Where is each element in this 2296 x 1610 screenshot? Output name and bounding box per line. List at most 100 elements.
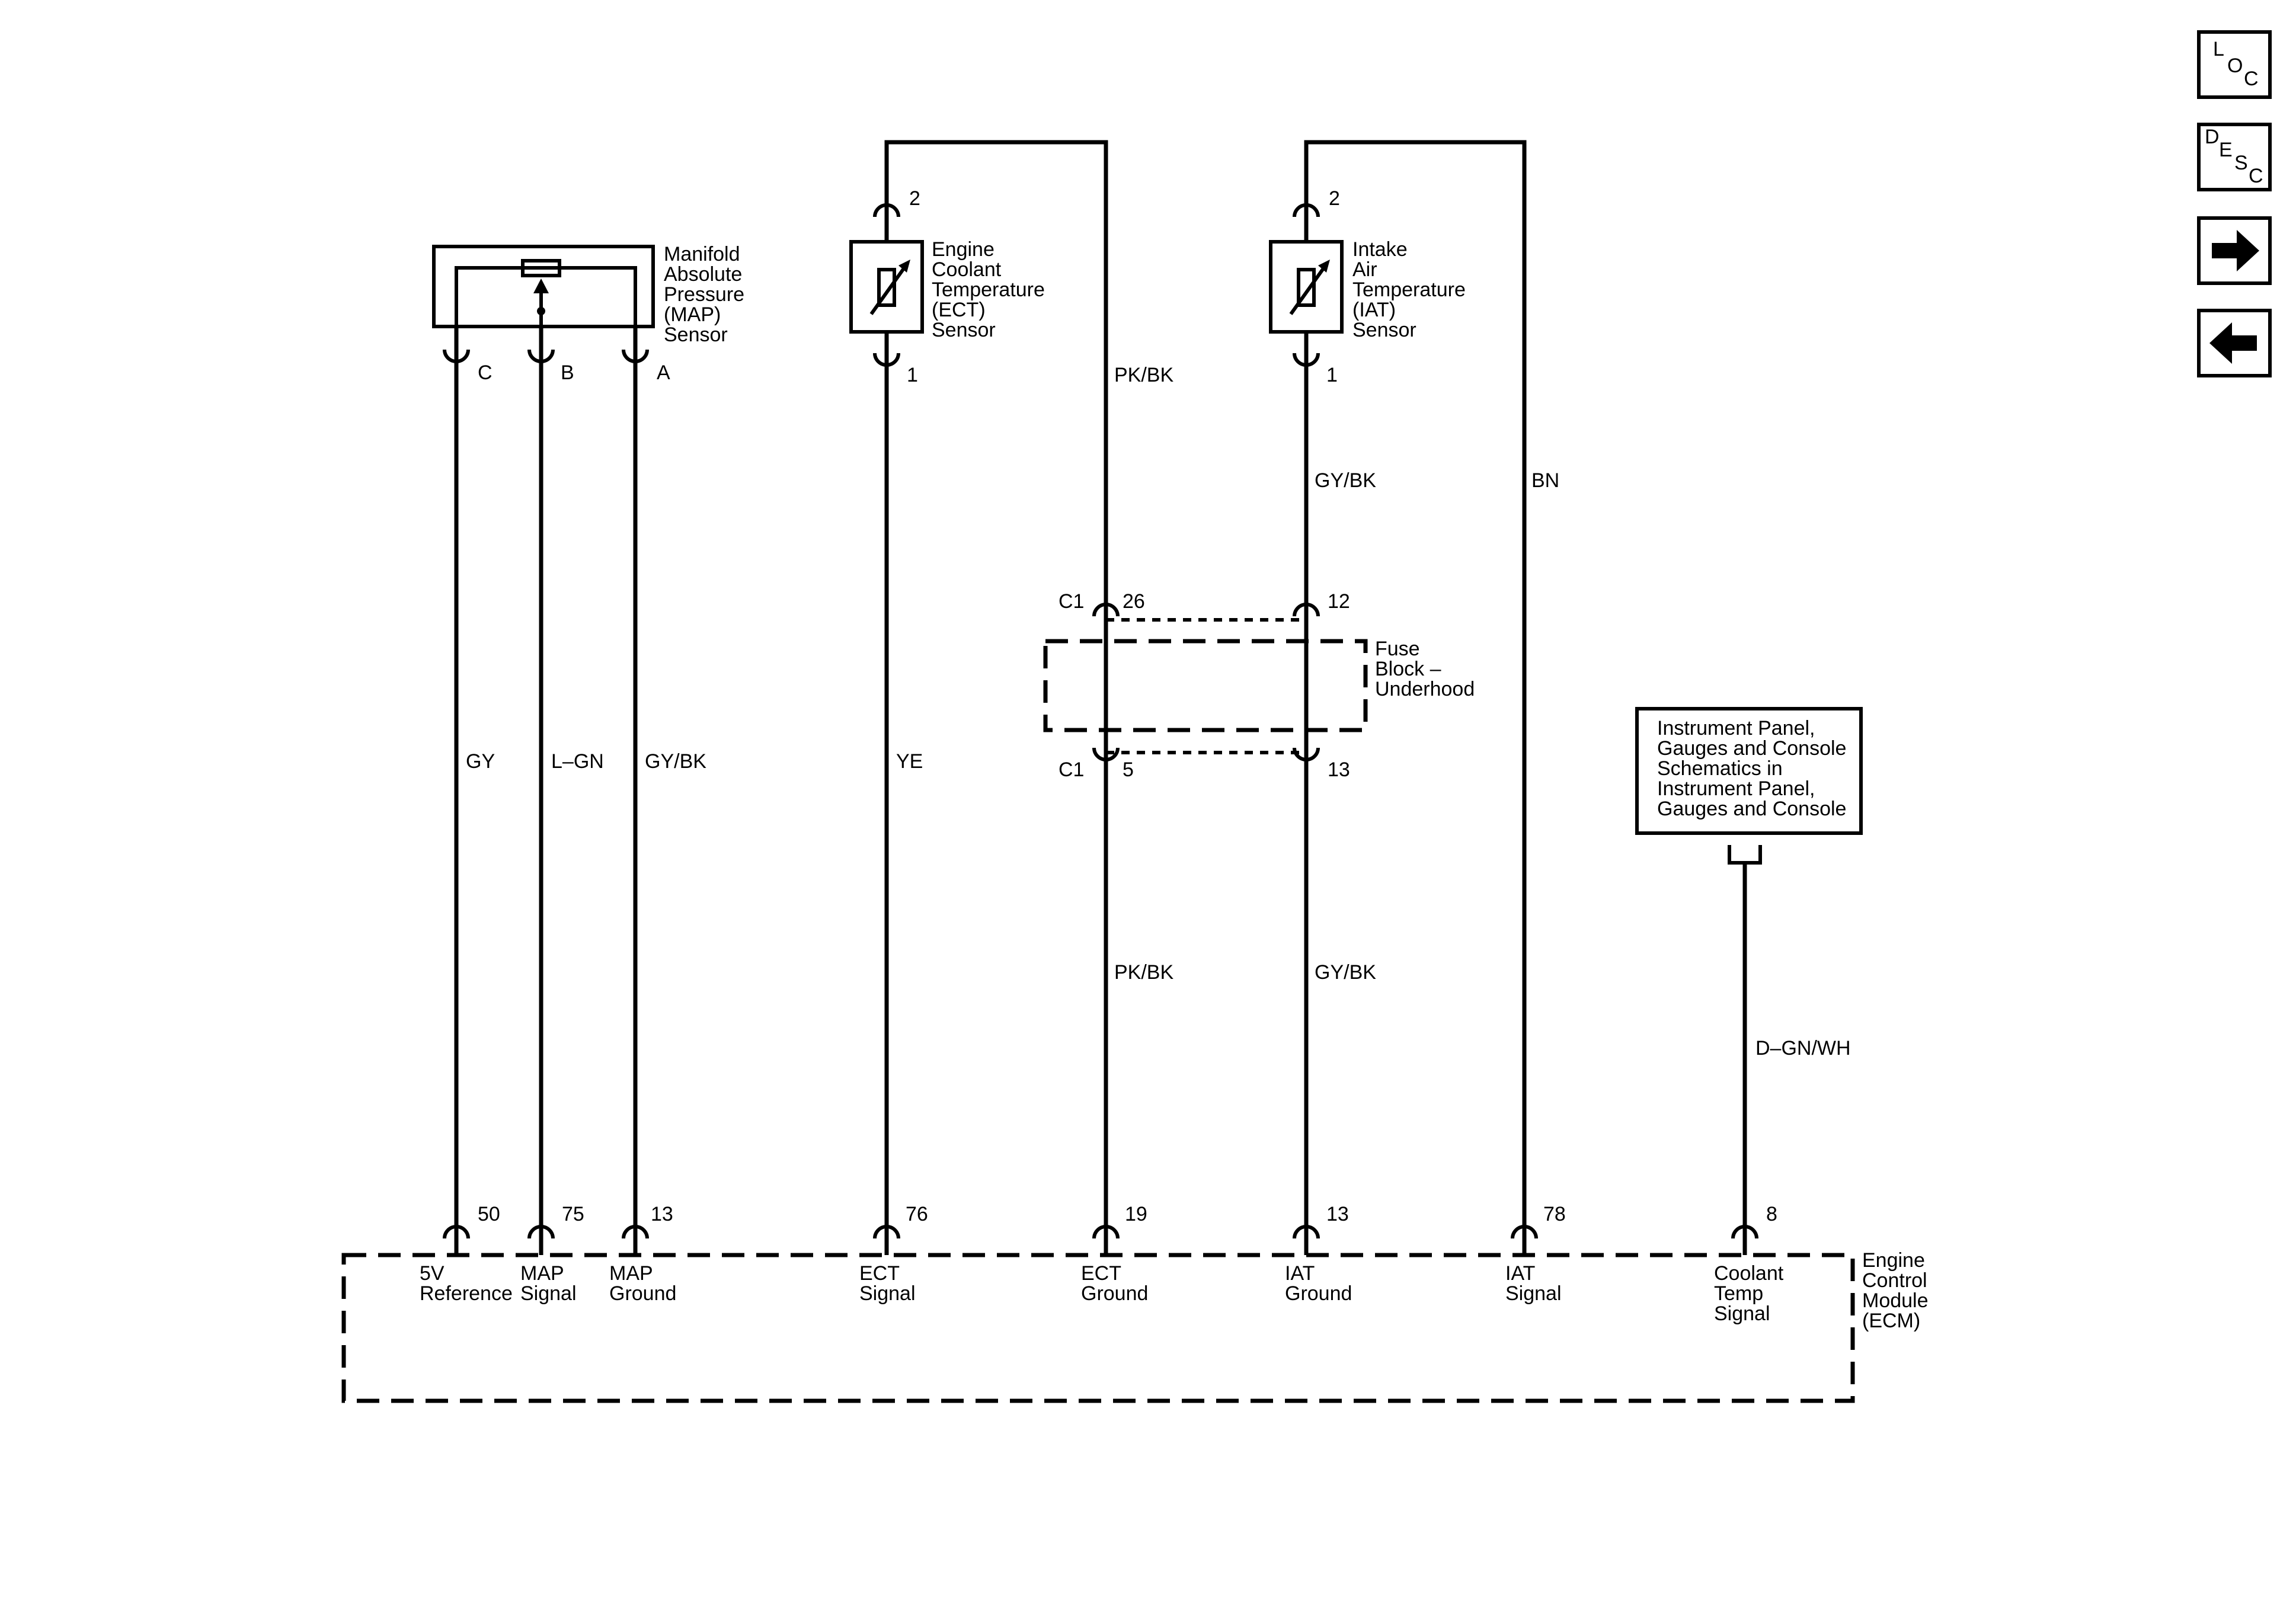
iat-sensor-body bbox=[1269, 240, 1344, 334]
iat-pin-label: 1 bbox=[1326, 364, 1338, 386]
fuse-block-underhood: C1 26 12 C1 5 13 Fuse Block – Underhood bbox=[1043, 590, 1475, 781]
iat-sensor-name-line: (IAT) bbox=[1352, 299, 1396, 321]
ect-sensor: 2 1 Engine Coolant Temperature (ECT) Sen… bbox=[849, 140, 1173, 1234]
fuse-c1-5-connector-icon bbox=[1092, 747, 1120, 761]
wire-color-label: PK/BK bbox=[1114, 961, 1173, 984]
iat-pin-top-connector-icon bbox=[1293, 203, 1320, 217]
right-arrow-icon bbox=[2212, 230, 2259, 271]
map-pin-label: C bbox=[478, 361, 493, 384]
ecm-pin-number: 13 bbox=[651, 1203, 673, 1225]
loc-button-frame[interactable] bbox=[2197, 30, 2272, 99]
iat-sensor-name-line: Air bbox=[1352, 258, 1377, 281]
instrument-panel-text-line: Gauges and Console bbox=[1657, 798, 1846, 820]
map-sensor-name-line: Absolute bbox=[664, 263, 742, 286]
left-arrow-icon bbox=[2209, 322, 2257, 364]
instrument-panel-text-line: Instrument Panel, bbox=[1657, 777, 1815, 800]
ecm-pin-connector-icon bbox=[1731, 1225, 1758, 1239]
ect-ground-wire bbox=[884, 140, 1108, 1234]
ect-sensor-name-line: Temperature bbox=[932, 279, 1045, 301]
desc-letter: C bbox=[2249, 165, 2263, 187]
wire-color-label: YE bbox=[896, 750, 923, 773]
ecm-pin-function: Temp bbox=[1714, 1282, 1763, 1305]
wire-color-label: GY/BK bbox=[645, 750, 706, 773]
map-sensor-name-line: Pressure bbox=[664, 283, 744, 306]
wire-color-label: PK/BK bbox=[1114, 364, 1173, 386]
previous-page-button[interactable] bbox=[2197, 309, 2272, 377]
ect-variable-arrow-line bbox=[869, 263, 909, 315]
loc-button[interactable]: L O C bbox=[2197, 30, 2272, 99]
ecm-pin-function: MAP bbox=[609, 1262, 653, 1285]
ecm-outline bbox=[341, 1253, 1855, 1403]
fuse-c1-12-connector-icon bbox=[1293, 603, 1320, 617]
ect-sensor-name-line: (ECT) bbox=[932, 299, 986, 321]
ecm-pin-function: Ground bbox=[609, 1282, 676, 1305]
instrument-panel-reference[interactable]: Instrument Panel, Gauges and Console Sch… bbox=[1635, 707, 1863, 1234]
ecm-pin-connector-icon bbox=[873, 1225, 900, 1239]
iat-sensor-name-line: Intake bbox=[1352, 238, 1408, 261]
loc-letter: L bbox=[2213, 38, 2224, 60]
ect-pin-label: 2 bbox=[909, 187, 920, 210]
wire-color-label: BN bbox=[1531, 469, 1559, 492]
desc-button-frame[interactable] bbox=[2197, 123, 2272, 191]
ecm-pin-number: 8 bbox=[1766, 1203, 1777, 1225]
ect-sensor-name-line: Coolant bbox=[932, 258, 1002, 281]
ect-pin-top-connector-icon bbox=[873, 203, 900, 217]
ecm-pin-connector-icon bbox=[1092, 1225, 1120, 1239]
next-page-button[interactable] bbox=[2197, 216, 2272, 285]
iat-variable-arrow-line bbox=[1289, 263, 1328, 315]
iat-signal-wire bbox=[1304, 140, 1527, 1234]
ecm-pin-connector-icon bbox=[622, 1225, 649, 1239]
iat-variable-arrow-icon bbox=[1318, 260, 1330, 273]
wire-color-label: GY/BK bbox=[1315, 961, 1376, 984]
ecm-pin-connector-icon bbox=[443, 1225, 470, 1239]
iat-pin-label: 2 bbox=[1329, 187, 1340, 210]
fuse-block-name-line: Fuse bbox=[1375, 638, 1420, 660]
map-sensor: Manifold Absolute Pressure (MAP) Sensor … bbox=[432, 243, 744, 384]
ecm-name-line: Module bbox=[1862, 1289, 1929, 1312]
ecm-pin-number: 13 bbox=[1326, 1203, 1349, 1225]
fuse-pin-label: 26 bbox=[1123, 590, 1145, 613]
ect-sensor-body bbox=[849, 240, 924, 334]
ecm-pin-function: Ground bbox=[1081, 1282, 1148, 1305]
ecm-pin-number: 78 bbox=[1543, 1203, 1566, 1225]
iat-sensor-name-line: Sensor bbox=[1352, 319, 1416, 341]
iat-sensor-name-line: Temperature bbox=[1352, 279, 1466, 301]
desc-letter: E bbox=[2219, 139, 2233, 161]
instrument-panel-text-line: Gauges and Console bbox=[1657, 737, 1846, 760]
fuse-pin-label: 12 bbox=[1328, 590, 1350, 613]
ecm-pin-function: Coolant bbox=[1714, 1262, 1784, 1285]
instrument-panel-connector-icon bbox=[1728, 845, 1762, 865]
ect-pin-bottom-connector-icon bbox=[873, 353, 900, 367]
ecm-pin-number: 76 bbox=[906, 1203, 928, 1225]
fuse-block-outline bbox=[1043, 639, 1368, 732]
wire-color-label: D–GN/WH bbox=[1755, 1037, 1851, 1060]
ecm-name-line: Engine bbox=[1862, 1249, 1925, 1272]
map-sensor-body bbox=[432, 245, 655, 328]
previous-page-button-frame[interactable] bbox=[2197, 309, 2272, 377]
ecm-pin-connector-icon bbox=[1511, 1225, 1538, 1239]
fuse-connector-label: C1 bbox=[1059, 758, 1084, 781]
desc-button[interactable]: D E S C bbox=[2197, 123, 2272, 191]
instrument-panel-text-line: Schematics in bbox=[1657, 757, 1783, 780]
map-sensor-name-line: Sensor bbox=[664, 324, 728, 346]
ecm-pin-function: IAT bbox=[1285, 1262, 1315, 1285]
ecm-pin-function: Ground bbox=[1285, 1282, 1352, 1305]
map-pin-label: A bbox=[657, 361, 670, 384]
next-page-button-frame[interactable] bbox=[2197, 216, 2272, 285]
ect-thermistor-icon bbox=[877, 268, 896, 307]
map-sensor-name-line: (MAP) bbox=[664, 303, 721, 326]
ecm-pin-function: 5V bbox=[420, 1262, 445, 1285]
map-wiper-arrow-icon bbox=[533, 279, 549, 293]
fuse-pin-label: 5 bbox=[1123, 758, 1134, 781]
ecm-pin-function: MAP bbox=[520, 1262, 564, 1285]
loc-letter: O bbox=[2227, 55, 2243, 77]
fuse-block-name-line: Block – bbox=[1375, 658, 1441, 680]
map-wires: GY L–GN GY/BK bbox=[454, 356, 706, 1234]
ecm-pin-function: Reference bbox=[420, 1282, 513, 1305]
map-potentiometer-icon bbox=[521, 259, 561, 277]
ecm-name-line: Control bbox=[1862, 1269, 1927, 1292]
fuse-c1-26-connector-icon bbox=[1092, 603, 1120, 617]
instrument-panel-box[interactable] bbox=[1635, 707, 1863, 835]
desc-letter: D bbox=[2205, 126, 2220, 148]
iat-thermistor-icon bbox=[1297, 268, 1316, 307]
